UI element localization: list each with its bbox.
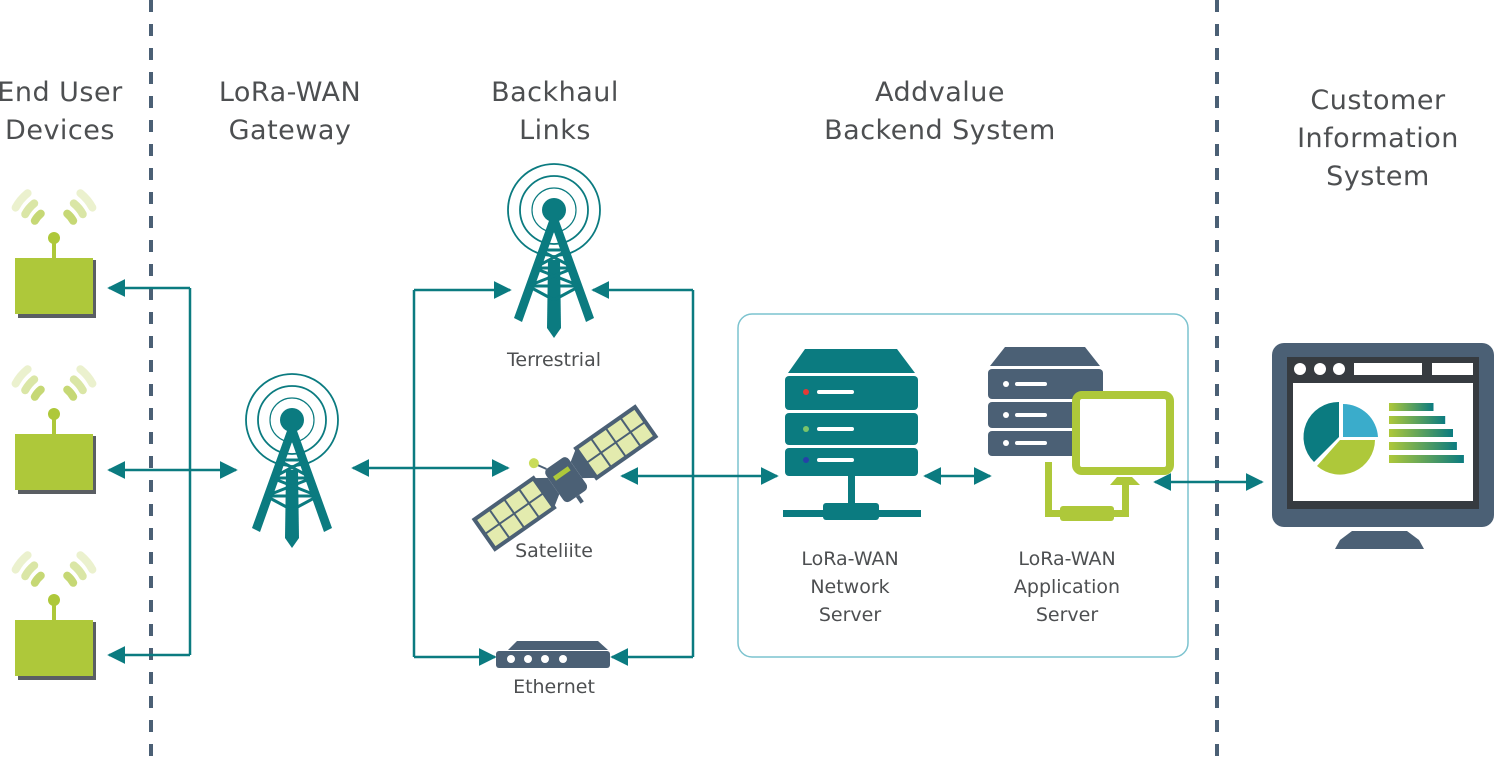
server-network-icon (783, 349, 921, 520)
label-network-server: LoRa-WAN Network Server (801, 548, 899, 626)
modem-icon (496, 641, 610, 668)
label-ethernet: Ethernet (513, 676, 595, 698)
label-satellite: Sateliite (515, 540, 593, 562)
backhaul-backend-connectors (591, 281, 1264, 666)
dashboard-bar (1389, 416, 1446, 424)
section-title-gateway: LoRa-WAN Gateway (218, 77, 362, 146)
dashboard-bar (1389, 455, 1464, 463)
satellite-icon (471, 404, 659, 552)
backend-panel (737, 313, 1189, 658)
wireless-device-icon (11, 365, 97, 494)
label-application-server: LoRa-WAN Application Server (1013, 548, 1121, 626)
dashboard-monitor-icon (1272, 343, 1494, 549)
server-application-icon (988, 347, 1174, 521)
wireless-device-icon (11, 189, 97, 318)
bar-list-icon (1389, 403, 1464, 463)
section-title-backhaul: Backhaul Links (491, 77, 619, 146)
pie-chart-icon (1303, 401, 1378, 475)
gateway-backhaul-connectors (351, 281, 512, 666)
wireless-device-icon (11, 551, 97, 680)
label-terrestrial: Terrestrial (507, 349, 601, 371)
section-title-customer: Customer Information System (1297, 85, 1459, 192)
section-title-end-user-devices: End User Devices (0, 77, 123, 146)
dashboard-bar (1389, 429, 1453, 437)
gateway-tower-icon (245, 373, 339, 548)
section-title-backend: Addvalue Backend System (824, 77, 1056, 146)
dashboard-bar (1389, 403, 1434, 411)
radio-tower-icon (507, 163, 601, 338)
device-gateway-connectors (107, 279, 238, 664)
dashboard-bar (1389, 442, 1457, 450)
